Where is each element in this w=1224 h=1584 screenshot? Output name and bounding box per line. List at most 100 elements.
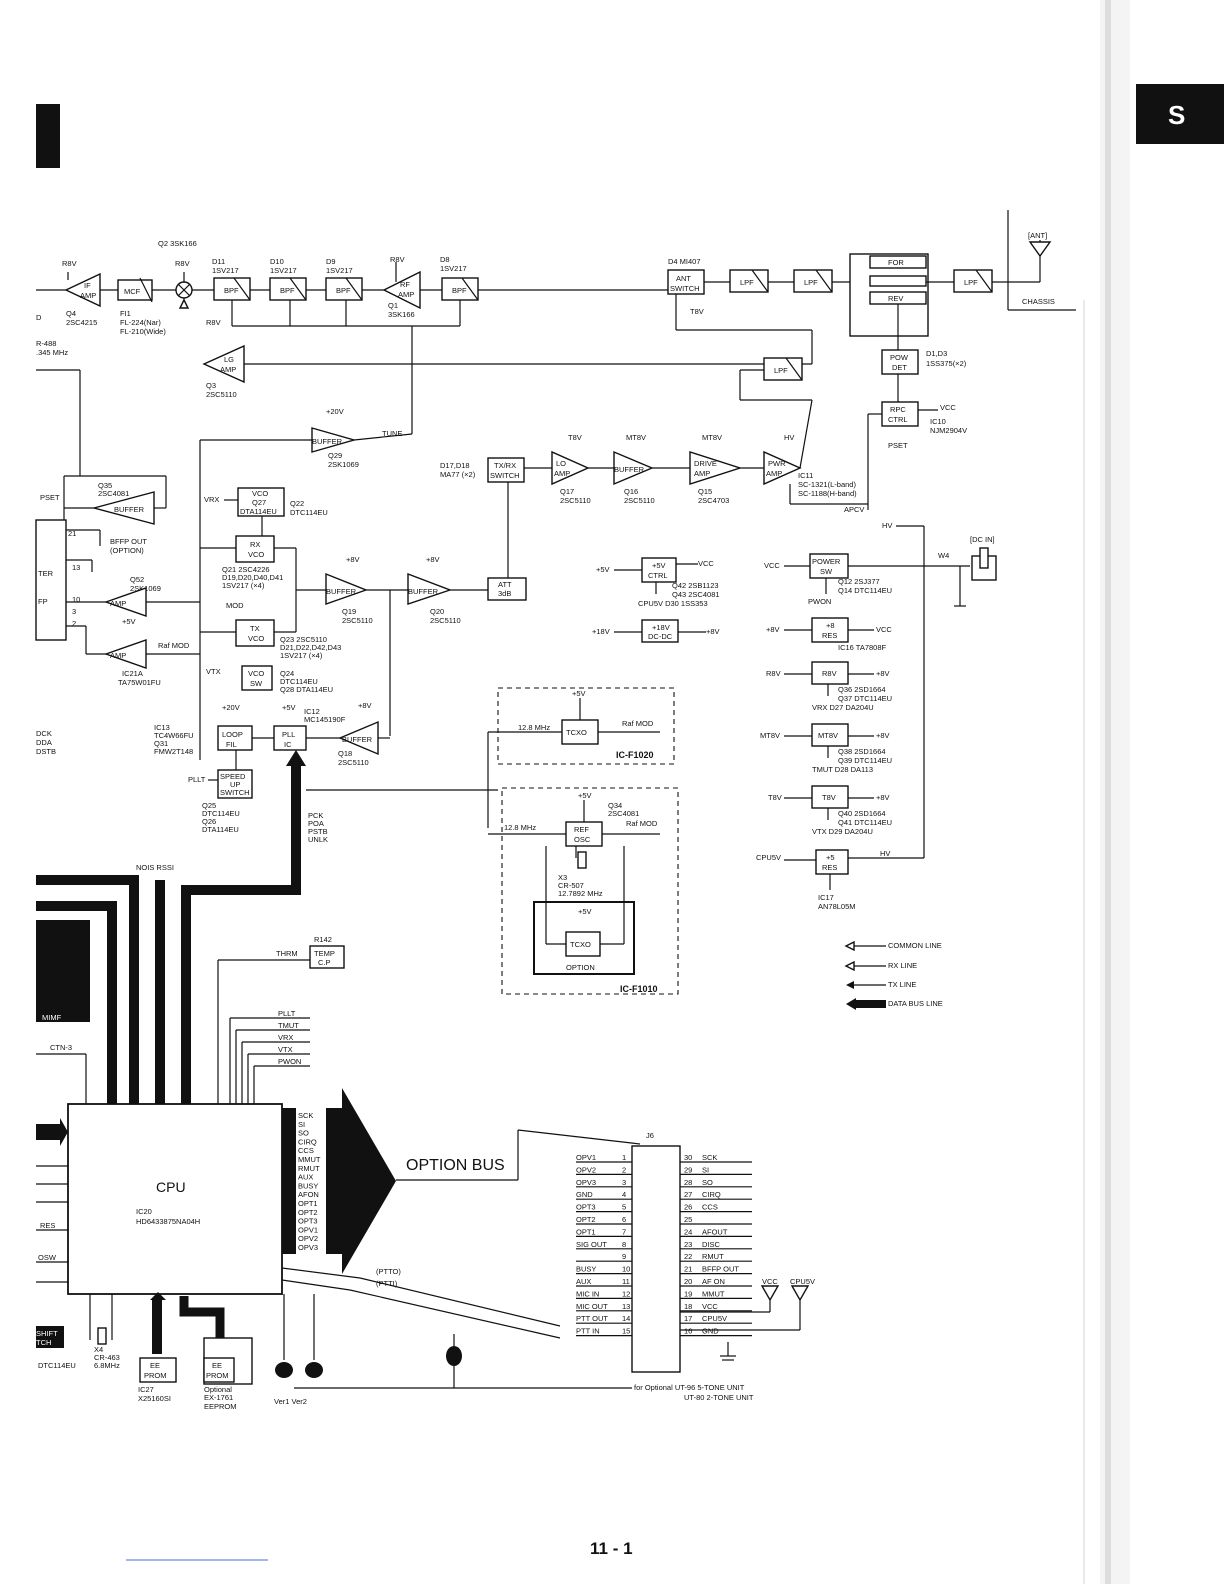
pin-signal: OPV3 <box>576 1178 596 1187</box>
svg-text:Q12 2SJ377: Q12 2SJ377 <box>838 577 880 586</box>
svg-text:+20V: +20V <box>326 407 344 416</box>
svg-text:D11: D11 <box>212 257 225 266</box>
svg-text:LPF: LPF <box>774 366 788 375</box>
svg-text:MT8V: MT8V <box>702 433 722 442</box>
pin-number: 1 <box>622 1153 626 1162</box>
svg-text:CPU5V: CPU5V <box>790 1277 815 1286</box>
svg-text:Ver1 Ver2: Ver1 Ver2 <box>274 1397 307 1406</box>
svg-text:2SC4703: 2SC4703 <box>698 496 729 505</box>
svg-text:PWON: PWON <box>808 597 831 606</box>
svg-text:W4: W4 <box>938 551 949 560</box>
bus-signal: OPV2 <box>298 1234 318 1243</box>
pin-signal: AF ON <box>702 1277 725 1286</box>
pin-number: 24 <box>684 1227 692 1236</box>
svg-text:IC: IC <box>284 740 292 749</box>
cpu-control-lines: PLLT TMUT VRX VTX PWON <box>229 1009 310 1104</box>
svg-text:2SC5110: 2SC5110 <box>560 496 591 505</box>
svg-text:Q52: Q52 <box>130 575 144 584</box>
pin-signal: BFFP OUT <box>702 1265 739 1274</box>
pin-number: 21 <box>684 1265 692 1274</box>
svg-text:Q35: Q35 <box>98 481 112 490</box>
pin-number: 7 <box>622 1227 626 1236</box>
svg-text:10: 10 <box>72 595 80 604</box>
svg-text:REF: REF <box>574 825 589 834</box>
svg-text:EE: EE <box>150 1361 160 1370</box>
svg-text:AN78L05M: AN78L05M <box>818 902 856 911</box>
svg-text:Q14 DTC114EU: Q14 DTC114EU <box>838 586 892 595</box>
svg-text:D19,D20,D40,D41: D19,D20,D40,D41 <box>222 573 283 582</box>
svg-text:TMUT D28 DA113: TMUT D28 DA113 <box>812 765 873 774</box>
svg-text:D17,D18: D17,D18 <box>440 461 470 470</box>
svg-text:2SC5110: 2SC5110 <box>624 496 655 505</box>
svg-text:DDA: DDA <box>36 738 52 747</box>
pin-signal: PTT OUT <box>576 1314 608 1323</box>
svg-text:FI1: FI1 <box>120 309 131 318</box>
svg-text:CHASSIS: CHASSIS <box>1022 297 1055 306</box>
svg-text:+5V: +5V <box>578 791 592 800</box>
svg-text:+8: +8 <box>826 621 835 630</box>
svg-text:DTA114EU: DTA114EU <box>240 507 277 516</box>
pin-signal: PTT IN <box>576 1327 600 1336</box>
svg-text:EX-1761: EX-1761 <box>204 1393 233 1402</box>
svg-text:UP: UP <box>230 780 240 789</box>
svg-text:BPF: BPF <box>280 286 295 295</box>
pin-number: 28 <box>684 1178 692 1187</box>
pin-signal: OPT1 <box>576 1227 596 1236</box>
svg-text:REV: REV <box>888 294 903 303</box>
cpu-label: CPU <box>156 1179 186 1195</box>
svg-text:(PTTI): (PTTI) <box>376 1279 398 1288</box>
svg-text:2SC4215: 2SC4215 <box>66 318 97 327</box>
svg-text:D: D <box>36 313 42 322</box>
svg-text:PROM: PROM <box>206 1371 229 1380</box>
svg-text:IC12: IC12 <box>304 707 320 716</box>
svg-text:PWR: PWR <box>768 459 786 468</box>
svg-text:DC-DC: DC-DC <box>648 632 673 641</box>
pin-number: 20 <box>684 1277 692 1286</box>
pin-number: 25 <box>684 1215 692 1224</box>
data-bus: NOIS RSSI MIMF CTN-3 <box>36 750 306 1104</box>
bus-signal: SI <box>298 1120 305 1129</box>
pin-number: 9 <box>622 1252 626 1261</box>
svg-text:SWITCH: SWITCH <box>670 284 700 293</box>
svg-text:MCF: MCF <box>124 287 141 296</box>
svg-text:3SK166: 3SK166 <box>388 310 415 319</box>
svg-text:OSW: OSW <box>38 1253 57 1262</box>
bus-signal: OPT2 <box>298 1208 318 1217</box>
svg-text:+8V: +8V <box>876 731 890 740</box>
svg-text:TA75W01FU: TA75W01FU <box>118 678 161 687</box>
svg-text:TER: TER <box>38 569 54 578</box>
svg-text:Q34: Q34 <box>608 801 622 810</box>
pin-signal: OPV2 <box>576 1165 596 1174</box>
svg-text:+8V: +8V <box>876 669 890 678</box>
svg-text:+5V: +5V <box>596 565 610 574</box>
svg-text:OPTION: OPTION <box>566 963 595 972</box>
svg-text:EE: EE <box>212 1361 222 1370</box>
svg-text:RES: RES <box>822 863 837 872</box>
svg-text:IC-F1020: IC-F1020 <box>616 750 654 760</box>
svg-text:R8V: R8V <box>766 669 781 678</box>
pin-signal: MMUT <box>702 1289 725 1298</box>
pin-number: 4 <box>622 1190 626 1199</box>
pin-number: 22 <box>684 1252 692 1261</box>
svg-text:Q41 DTC114EU: Q41 DTC114EU <box>838 818 892 827</box>
svg-text:DTC114EU: DTC114EU <box>38 1361 76 1370</box>
svg-text:PSET: PSET <box>40 493 60 502</box>
svg-text:PCK: PCK <box>308 811 323 820</box>
pin-number: 30 <box>684 1153 692 1162</box>
svg-text:1SV217: 1SV217 <box>440 264 467 273</box>
svg-text:SW: SW <box>250 679 263 688</box>
svg-text:VRX: VRX <box>204 495 219 504</box>
svg-text:Raf MOD: Raf MOD <box>622 719 654 728</box>
svg-text:BUFFER: BUFFER <box>408 587 439 596</box>
svg-text:UT-80 2-TONE UNIT: UT-80 2-TONE UNIT <box>684 1393 754 1402</box>
svg-text:Q3: Q3 <box>206 381 216 390</box>
svg-text:Q29: Q29 <box>328 451 342 460</box>
svg-text:+5V: +5V <box>572 689 586 698</box>
svg-text:Q28 DTA114EU: Q28 DTA114EU <box>280 685 333 694</box>
svg-text:PLLT: PLLT <box>188 775 206 784</box>
svg-text:BUFFER: BUFFER <box>614 465 645 474</box>
ic-f1020-box: +5V 12.8 MHz TCXO Raf MOD IC-F1020 <box>487 687 675 828</box>
